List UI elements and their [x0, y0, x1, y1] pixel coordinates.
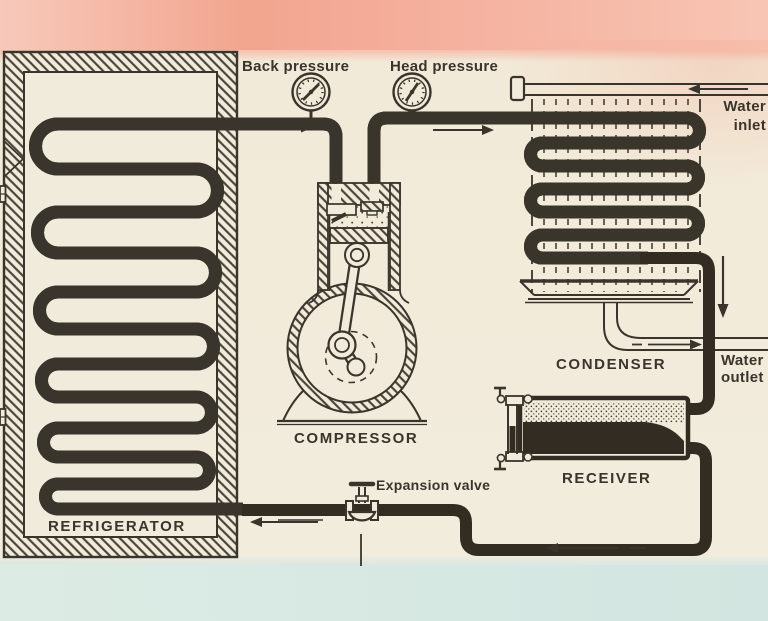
crank-pin [346, 357, 366, 377]
receiver-tank [494, 386, 691, 471]
condenser-label: CONDENSER [556, 356, 667, 373]
liquid-line-flow-arrow [546, 543, 646, 553]
page-pink-tint-overlay [430, 40, 768, 260]
water-outlet-label: Water outlet [721, 352, 764, 386]
big-end-bearing [327, 330, 357, 360]
back-pressure-gauge-icon [291, 72, 331, 120]
head-pressure-gauge-icon [392, 72, 432, 114]
page-bottom-blue-fade [0, 555, 768, 565]
evaporator-coil [36, 117, 343, 516]
wrist-pin [344, 242, 370, 268]
back-pressure-label: Back pressure [242, 58, 350, 75]
compressor-base [282, 390, 304, 422]
liquid-line [242, 442, 712, 556]
water-inlet-label: Water inlet [723, 98, 766, 134]
condenser-outlet-drop-pipe [640, 252, 715, 415]
refrigerator-label: REFRIGERATOR [48, 518, 186, 535]
water-outlet-flow-arrow [632, 339, 702, 350]
door-hinge-icon [0, 408, 7, 426]
discharge-valve-plug [360, 201, 384, 212]
sight-glass [494, 386, 533, 471]
expansion-valve-label: Expansion valve [376, 477, 491, 493]
suction-valve-chamber [326, 203, 357, 216]
suction-valve-flapper [331, 212, 347, 223]
page-top-pink-band [0, 0, 768, 50]
crank-path-dashed-circle [324, 330, 378, 384]
head-pressure-label: Head pressure [390, 58, 499, 75]
receiver-label: RECEIVER [562, 470, 652, 487]
expansion-valve-icon [345, 481, 379, 522]
flow-arrows [247, 84, 748, 553]
water-inlet-flow-arrow [688, 84, 748, 94]
water-inlet-header [509, 75, 768, 102]
condenser-coil [367, 111, 715, 415]
drip-pan [519, 279, 699, 304]
piston [329, 227, 389, 244]
door-hinge-icon [0, 185, 7, 203]
water-outlet-pipe [603, 303, 768, 351]
page-bottom-blue-band [0, 565, 768, 621]
evaporator-inlet-flow-arrow [250, 517, 318, 527]
compressor-unit [277, 182, 427, 426]
condenser-drop-flow-arrow [717, 256, 729, 318]
suction-flow-arrow [247, 122, 313, 133]
compressor-label: COMPRESSOR [294, 430, 419, 447]
discharge-flow-arrow [433, 125, 494, 135]
